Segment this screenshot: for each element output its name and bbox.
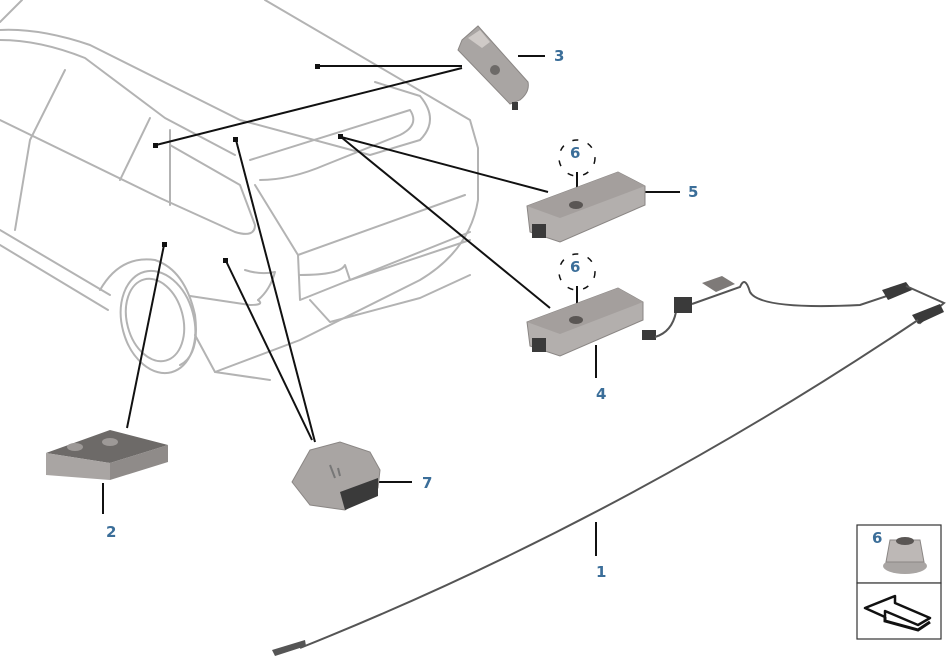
part-amplifier[interactable]: [291, 441, 381, 511]
anchor-dot: [153, 143, 158, 148]
anchor-dot: [223, 258, 228, 263]
anchor-dot: [338, 134, 343, 139]
part-roof-antenna[interactable]: [457, 25, 529, 110]
callout-labels: 3 6 5 6 4 7 2 1: [106, 47, 698, 581]
part-antenna-cable[interactable]: [272, 319, 919, 656]
anchor-dot: [162, 242, 167, 247]
anchor-dot: [233, 137, 238, 142]
callout-2[interactable]: 2: [106, 523, 116, 541]
callout-6-lower[interactable]: 6: [570, 258, 580, 276]
callout-5[interactable]: 5: [688, 183, 698, 201]
callout-3[interactable]: 3: [554, 47, 564, 65]
anchor-dot: [315, 64, 320, 69]
legend-label-6: 6: [872, 529, 882, 547]
hex-flange-nut-icon[interactable]: [883, 537, 927, 574]
legend-box: 6: [856, 524, 942, 640]
callout-4[interactable]: 4: [596, 385, 606, 403]
arrow-back-icon[interactable]: [863, 594, 932, 632]
part-control-unit-5[interactable]: [526, 139, 646, 243]
part-control-unit-4[interactable]: [526, 253, 946, 357]
callout-7[interactable]: 7: [422, 474, 432, 492]
car-outline: [0, 0, 479, 381]
part-mounting-block[interactable]: [46, 430, 168, 480]
callout-6-upper[interactable]: 6: [570, 144, 580, 162]
leader-lines: [102, 55, 680, 556]
callout-1[interactable]: 1: [596, 563, 606, 581]
